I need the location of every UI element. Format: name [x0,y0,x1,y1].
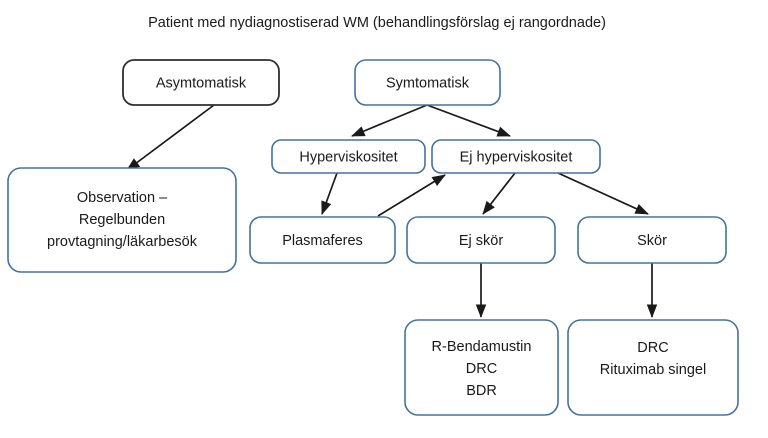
node-ej-skor-box[interactable] [406,216,556,264]
node-treatment-fit-box[interactable] [404,319,559,416]
node-treatment-fit[interactable]: R-Bendamustin DRC BDR [404,319,559,416]
node-skor-label: Skör [637,233,667,249]
edge-asymtomatisk-to-observation [126,104,215,171]
node-observation-line-2: Regelbunden [79,212,165,228]
node-symtomatisk[interactable]: Symtomatisk [354,59,501,106]
node-treatment-fit-line-3: BDR [466,383,497,399]
node-ej-skor[interactable]: Ej skör [406,216,556,264]
node-observation[interactable]: Observation – Regelbunden provtagning/lä… [7,167,237,273]
node-hyperviskositet[interactable]: Hyperviskositet [271,139,426,174]
node-plasmaferes[interactable]: Plasmaferes [249,216,396,264]
node-asymtomatisk-label: Asymtomatisk [156,75,247,91]
edge-ej-hyperviskositet-to-ej-skor [482,172,516,215]
edge-plasmaferes-to-ej-hyperviskositet [377,174,446,217]
node-treatment-frail-line-2: Rituximab singel [600,362,706,378]
node-observation-line-1: Observation – [77,190,168,206]
node-observation-line-3: provtagning/läkarbesök [47,234,198,250]
edge-ej-hyperviskositet-to-skor [557,172,649,215]
node-skor[interactable]: Skör [577,216,727,264]
node-hyperviskositet-box[interactable] [271,139,426,174]
node-treatment-frail-line-1: DRC [637,340,668,356]
node-symtomatisk-label: Symtomatisk [386,75,470,91]
node-ej-skor-label: Ej skör [459,233,503,249]
node-plasmaferes-box[interactable] [249,216,396,264]
node-ej-hyperviskositet-label: Ej hyperviskositet [460,149,573,165]
edge-symtomatisk-to-ej-hyperviskositet [426,104,511,137]
node-symtomatisk-box[interactable] [354,59,501,106]
node-treatment-frail-box[interactable] [567,319,739,416]
node-plasmaferes-label: Plasmaferes [282,233,363,249]
node-asymtomatisk-box[interactable] [122,59,280,106]
edge-hyperviskositet-to-plasmaferes [321,172,338,215]
node-treatment-fit-line-1: R-Bendamustin [432,339,532,355]
node-ej-hyperviskositet[interactable]: Ej hyperviskositet [431,139,601,174]
node-ej-hyperviskositet-box[interactable] [431,139,601,174]
node-observation-box[interactable] [7,167,237,273]
node-hyperviskositet-label: Hyperviskositet [299,149,397,165]
node-treatment-frail[interactable]: DRC Rituximab singel [567,319,739,416]
node-treatment-fit-line-2: DRC [466,361,497,377]
diagram-title: Patient med nydiagnostiserad WM (behandl… [148,15,606,31]
edge-layer [126,104,658,319]
node-asymtomatisk[interactable]: Asymtomatisk [122,59,280,106]
edge-symtomatisk-to-hyperviskositet [351,104,428,137]
node-skor-box[interactable] [577,216,727,264]
